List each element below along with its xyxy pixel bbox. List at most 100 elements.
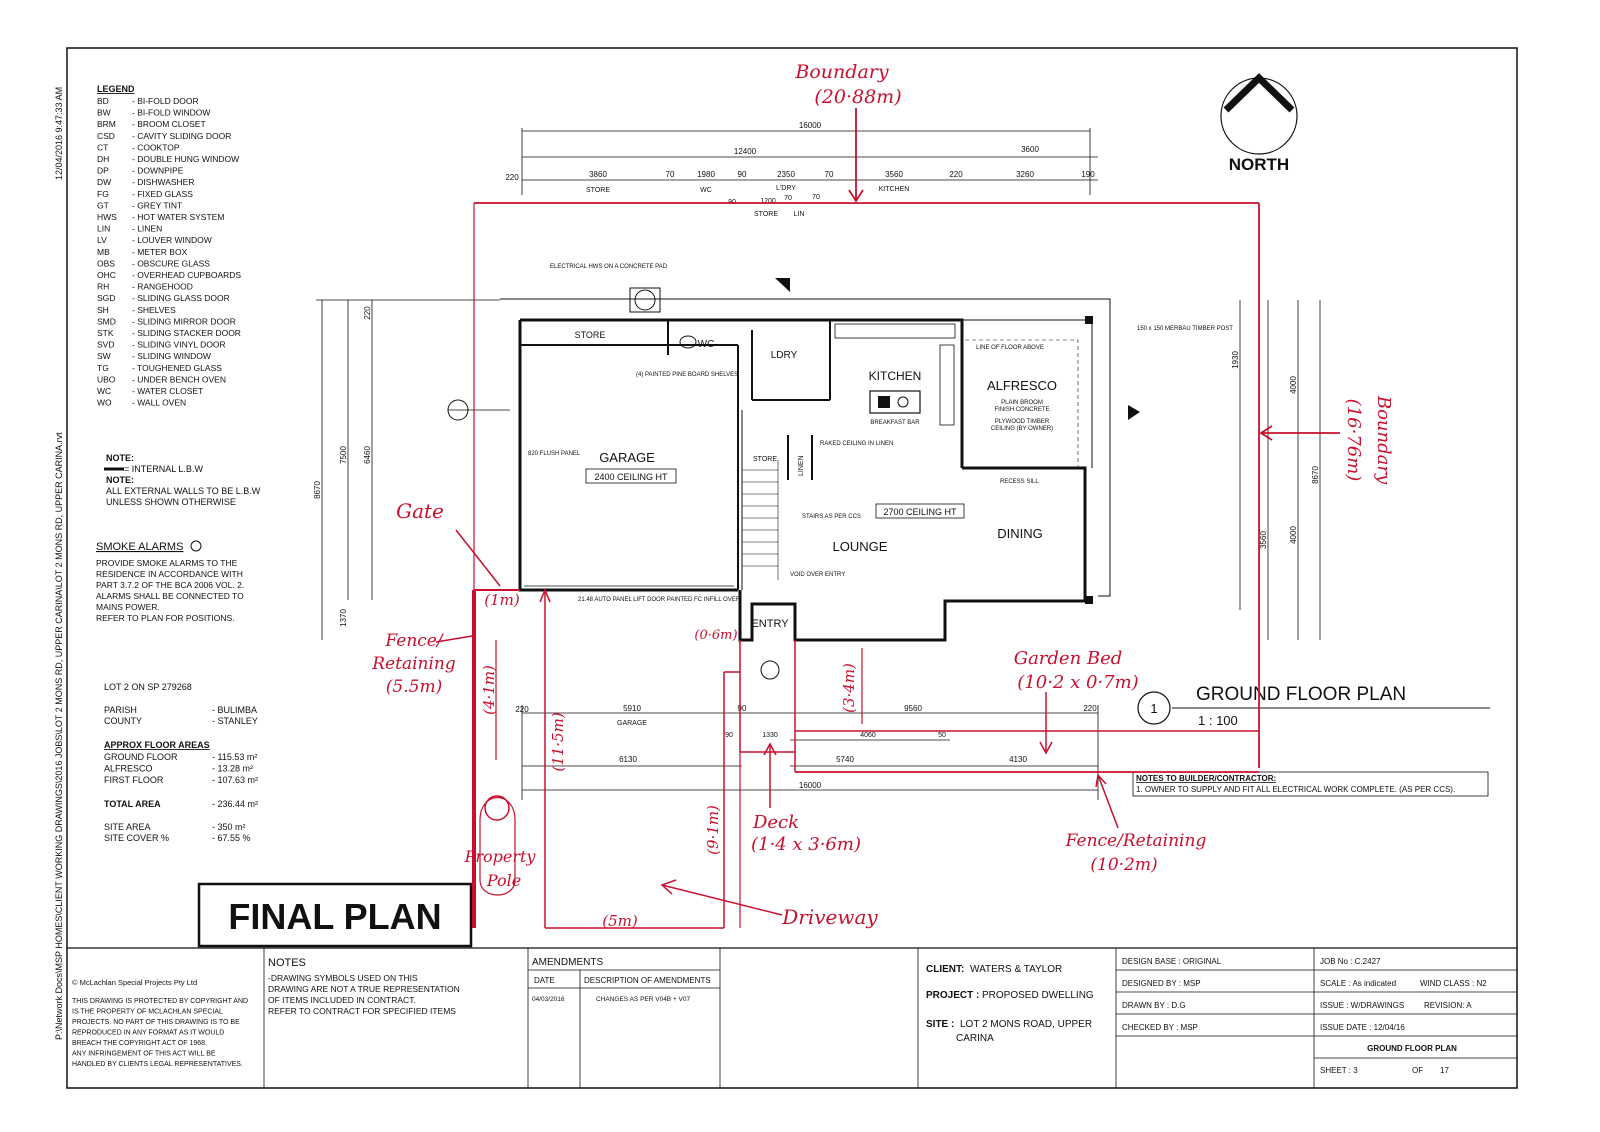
legend-code: LV [97, 235, 107, 245]
legend-desc: - SHELVES [132, 305, 176, 315]
dim-top-70a: 70 [666, 170, 675, 179]
smoke-line: PROVIDE SMOKE ALARMS TO THE [96, 558, 238, 568]
hand-fence-left-1: Fence/ [384, 631, 444, 651]
red-markup [435, 108, 1340, 929]
merbau-post-2 [1085, 596, 1093, 604]
amendments-title: AMENDMENTS [532, 957, 603, 968]
site-cover-label: SITE COVER % [104, 833, 169, 843]
area-label: GROUND FLOOR [104, 752, 178, 762]
legend-desc: - GREY TINT [132, 200, 182, 210]
legend-desc: - DOUBLE HUNG WINDOW [132, 154, 239, 164]
copyright-line: REPRODUCED IN ANY FORMAT AS IT WOULD [72, 1030, 224, 1037]
legend-code: FG [97, 189, 109, 199]
hand-d5: (5m) [602, 912, 638, 930]
legend-code: RH [97, 282, 109, 292]
room-alfresco: ALFRESCO [987, 378, 1057, 393]
legend-title: LEGEND [97, 84, 135, 94]
dim-top-220b: 220 [949, 170, 963, 179]
legend-desc: - OBSCURE GLASS [132, 258, 210, 268]
legend-code: SH [97, 305, 109, 315]
legend-code: DW [97, 177, 111, 187]
room-lounge: LOUNGE [833, 539, 888, 554]
parish-value: - BULIMBA [212, 705, 257, 715]
notes-line: OF ITEMS INCLUDED IN CONTRACT. [268, 995, 416, 1005]
dim-bot-50: 50 [938, 732, 946, 739]
dim-right-8670: 8670 [1311, 466, 1320, 484]
pole-outline [479, 796, 516, 896]
dim-bot-6130: 6130 [619, 755, 637, 764]
legend-desc: - SLIDING WINDOW [132, 351, 211, 361]
dim-top-wc: WC [700, 187, 712, 194]
north-chevron [1223, 73, 1295, 113]
kitchen-bench [834, 323, 956, 339]
area-value: - 115.53 m² [212, 752, 257, 762]
note1-title: NOTE: [106, 453, 134, 463]
dim-left-7500: 7500 [339, 446, 348, 464]
site-cover-value: - 67.55 % [212, 833, 251, 843]
copyright-line: ANY INFRINGEMENT OF THIS ACT WILL BE [72, 1051, 216, 1058]
room-store-2: STORE [753, 456, 777, 463]
title-block [263, 948, 1517, 1088]
stairs-note: STAIRS AS PER CCS [802, 514, 861, 520]
dim-bot-90: 90 [738, 704, 747, 713]
flush-panel-note: 820 FLUSH PANEL [528, 451, 581, 457]
dim-top-3600: 3600 [1021, 145, 1039, 154]
dim-bot-1330: 1330 [762, 732, 778, 739]
recess-note: RECESS SILL [1000, 479, 1039, 485]
legend-desc: - DISHWASHER [132, 177, 195, 187]
hws-note: ELECTRICAL HWS ON A CONCRETE PAD [550, 264, 668, 270]
section-marker-bottom [760, 660, 780, 680]
dim-right-1930: 1930 [1231, 351, 1240, 369]
hand-fence-vert: (4·1m) [480, 665, 498, 715]
dim-top-220a: 220 [505, 173, 519, 182]
hand-garden-2: (10·2 x 0·7m) [1017, 672, 1138, 693]
checked-by: CHECKED BY : MSP [1122, 1023, 1198, 1032]
hand-driveway: Driveway [781, 905, 878, 929]
hand-boundary-top: Boundary [794, 61, 888, 83]
legend-desc: - TOUGHENED GLASS [132, 363, 222, 373]
kitchen-side-bench [939, 344, 955, 426]
room-dining: DINING [997, 526, 1043, 541]
eave-line [500, 298, 1111, 597]
legend-code: HWS [97, 212, 117, 222]
hand-fence-left-3: (5.5m) [386, 677, 442, 697]
deck-arrowhead [763, 742, 777, 756]
stair-treads [742, 460, 779, 580]
hws-tank [634, 289, 656, 311]
line-of-floor: LINE OF FLOOR ABOVE [976, 345, 1044, 351]
right-dimensions [1239, 300, 1321, 640]
floor-above-line [965, 339, 1079, 470]
hand-fence-right-1: Fence/Retaining [1065, 831, 1207, 851]
copyright-line: BREACH THE COPYRIGHT ACT OF 1968. [72, 1040, 207, 1047]
note1-text: = INTERNAL L.B.W [124, 464, 203, 474]
smoke-line: ALARMS SHALL BE CONNECTED TO [96, 591, 244, 601]
alfresco-note-2: FINISH CONCRETE [994, 407, 1049, 413]
legend-desc: - BROOM CLOSET [132, 119, 206, 129]
raked-ceiling: RAKED CEILING IN LINEN [820, 441, 893, 447]
smoke-line: RESIDENCE IN ACCORDANCE WITH [96, 569, 243, 579]
note2-line1: ALL EXTERNAL WALLS TO BE L.B.W [106, 486, 261, 496]
side-filepath: P:\Network Docs\MSP HOMES\CLIENT WORKING… [54, 432, 64, 1040]
left-dimensions [316, 299, 500, 640]
legend-desc: - BI-FOLD WINDOW [132, 108, 210, 118]
note2-line2: UNLESS SHOWN OTHERWISE [106, 497, 236, 507]
void-note: VOID OVER ENTRY [790, 572, 845, 578]
external-wall-right [738, 466, 1087, 642]
wc-toilet [679, 335, 697, 349]
dim-bot-220a: 220 [515, 705, 529, 714]
north-label: NORTH [1229, 155, 1289, 174]
legend-desc: - FIXED GLASS [132, 189, 193, 199]
amend-desc-header: DESCRIPTION OF AMENDMENTS [584, 976, 711, 985]
legend-code: SGD [97, 293, 115, 303]
smoke-alarms-title: SMOKE ALARMS [96, 541, 183, 553]
dim-top-70b: 70 [825, 170, 834, 179]
builder-notes-title: NOTES TO BUILDER/CONTRACTOR: [1136, 774, 1276, 783]
hand-boundary-top-dim: (20·88m) [814, 86, 901, 108]
dim-bot-5740: 5740 [836, 755, 854, 764]
dim-top-ldry: L'DRY [776, 185, 796, 192]
issue-value: ISSUE : W/DRAWINGS [1320, 1001, 1404, 1010]
area-value: - 13.28 m² [212, 764, 253, 774]
dim-top-3560: 3560 [885, 170, 903, 179]
gate-arrow [455, 529, 501, 587]
